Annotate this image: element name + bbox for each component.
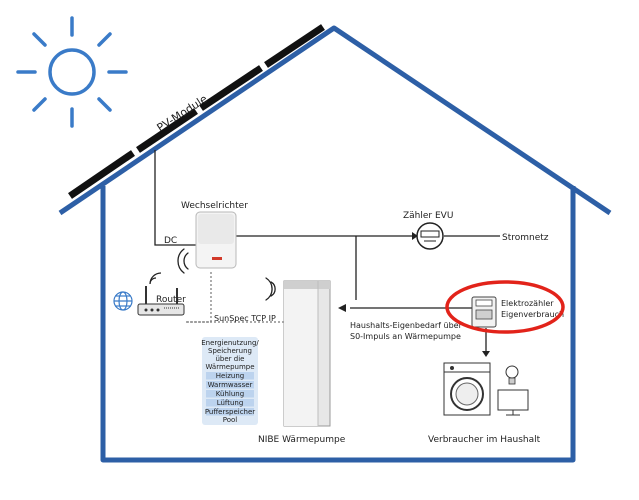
- energy-title-2: Speicherung: [208, 347, 252, 355]
- house-outline: [58, 25, 612, 463]
- heat-pump-device: [283, 280, 331, 427]
- grid-label: Stromnetz: [502, 233, 549, 243]
- energy-item-hot-water: Warmwasser: [208, 381, 253, 389]
- inverter-label: Wechselrichter: [181, 201, 248, 211]
- energy-item-cooling: Kühlung: [216, 390, 244, 398]
- dc-label: DC: [164, 236, 177, 246]
- globe-icon: [113, 291, 133, 311]
- router-icon: [137, 286, 185, 316]
- wireless-icon: [177, 248, 189, 274]
- household-text-line1: Haushalts-Eigenbedarf über: [350, 321, 463, 330]
- elec-meter-label-2: Eigenverbrauch: [501, 310, 564, 319]
- monitor-icon: [497, 389, 529, 416]
- energy-item-pool: Pool: [223, 416, 238, 424]
- energy-item-ventilation: Lüftung: [217, 399, 244, 407]
- sun-icon: [16, 16, 128, 128]
- washing-machine-icon: [443, 362, 491, 416]
- elec-meter-label-1: Elektrozähler: [501, 299, 554, 308]
- arrow-to-consumers: [482, 351, 490, 357]
- heat-pump-wireless-icon: [265, 277, 276, 301]
- arrow-to-meter-evu: [412, 232, 418, 240]
- highlight-ellipse: [445, 280, 565, 334]
- household-text-line2: S0-Impuls an Wärmepumpe: [350, 332, 461, 341]
- arrow-to-heat-pump: [338, 304, 346, 312]
- inverter-device: [195, 211, 237, 269]
- energy-title-4: Wärmepumpe: [205, 363, 254, 371]
- meter-evu-label: Zähler EVU: [403, 211, 453, 221]
- router-label: Router: [156, 295, 186, 305]
- light-bulb-icon: [505, 365, 519, 385]
- pv-panels: [68, 24, 325, 199]
- electricity-meter-icon: [471, 296, 497, 328]
- energy-title-3: über die: [216, 355, 245, 363]
- meter-evu-icon: [416, 222, 444, 250]
- energy-item-buffer-tank: Pufferspeicher: [205, 408, 255, 416]
- router-wireless-icon: [149, 272, 162, 285]
- dotted-network-line: [186, 272, 285, 323]
- energy-item-heating: Heizung: [216, 372, 245, 380]
- heat-pump-label: NIBE Wärmepumpe: [258, 435, 346, 445]
- energy-title-1: Energienutzung/: [201, 339, 259, 347]
- energy-usage-box: Energienutzung/ Speicherung über die Wär…: [201, 337, 259, 425]
- sunspec-label: SunSpec TCP IP: [214, 314, 276, 323]
- consumers-label: Verbraucher im Haushalt: [428, 435, 541, 445]
